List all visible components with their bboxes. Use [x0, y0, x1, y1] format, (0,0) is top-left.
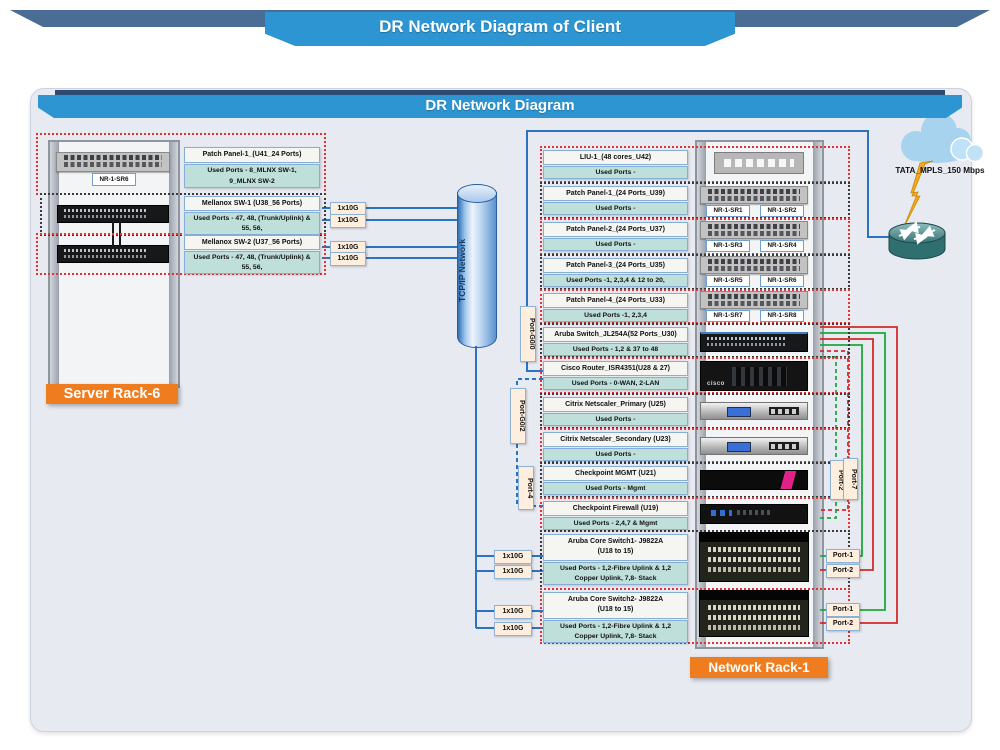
- mellanox-sw2-device: [57, 245, 169, 263]
- tcpip-label: TCP/IP Network: [457, 238, 467, 302]
- checkpoint-firewall-device: [700, 504, 808, 524]
- server-rack-label: Server Rack-6: [46, 384, 178, 404]
- uplink-tag: 1x10G: [494, 565, 532, 579]
- server-rack-patch-panel: [56, 152, 170, 172]
- info-box-title: Patch Panel-1_(U41_24 Ports): [184, 147, 320, 163]
- info-box-pp1: Patch Panel-1_(24 Ports_U39) Used Ports …: [543, 186, 688, 215]
- info-box-mellanox-sw2: Mellanox SW-2 (U37_56 Ports) Used Ports …: [184, 235, 320, 274]
- patch-panel-2-device: [700, 221, 808, 239]
- info-box-title: Mellanox SW-2 (U37_56 Ports): [184, 235, 320, 250]
- sr-tag-7: NR-1-SR7: [706, 310, 750, 322]
- info-box-liu: LIU-1_(48 cores_U42) Used Ports -: [543, 150, 688, 179]
- aruba-core-switch2-device: [699, 590, 809, 637]
- lcd-display: [727, 442, 751, 452]
- info-box-left-patch-panel: Patch Panel-1_(U41_24 Ports) Used Ports …: [184, 147, 320, 188]
- uplink-tag: 1x10G: [494, 622, 532, 636]
- core1-port1-tag: Port-1: [826, 549, 860, 563]
- page-title: DR Network Diagram of Client: [265, 12, 735, 46]
- info-box-body: Used Ports - 47, 48, (Trunk/Uplink) & 55…: [184, 251, 320, 274]
- port-tag-g00: Port-G0/0: [520, 306, 536, 362]
- cisco-router-device: cisco: [700, 361, 808, 391]
- info-box-citrix-secondary: Citrix Netscaler_Secondary (U23) Used Po…: [543, 432, 688, 461]
- sr-tag-4: NR-1-SR4: [760, 240, 804, 252]
- uplink-tag: 1x10G: [494, 550, 532, 564]
- sr-tag-6: NR-1-SR6: [760, 275, 804, 287]
- sr-tag-3: NR-1-SR3: [706, 240, 750, 252]
- aruba-core-switch1-device: [699, 532, 809, 582]
- info-box-pp3: Patch Panel-3_(24 Ports_U35) Used Ports …: [543, 258, 688, 287]
- sr-tag-2: NR-1-SR2: [760, 205, 804, 217]
- info-box-pp2: Patch Panel-2_(24 Ports_U37) Used Ports …: [543, 222, 688, 251]
- network-rack-label: Network Rack-1: [690, 657, 828, 678]
- server-rack-frame: [48, 140, 180, 388]
- device-ports: [769, 407, 799, 415]
- server-rack-panel-tag: NR-1-SR6: [92, 173, 136, 186]
- sr-tag-8: NR-1-SR8: [760, 310, 804, 322]
- patch-panel-1-device: [700, 186, 808, 204]
- info-box-body: Used Ports - 8_MLNX SW-1, 9_MLNX SW-2: [184, 164, 320, 188]
- device-ports: [769, 442, 799, 450]
- info-box-aruba-switch: Aruba Switch_JL254A(52 Ports_U30) Used P…: [543, 327, 688, 356]
- info-box-title: Mellanox SW-1 (U38_56 Ports): [184, 196, 320, 211]
- uplink-tag: 1x10G: [494, 605, 532, 619]
- port-tag-g02: Port-G0/2: [510, 388, 526, 444]
- info-box-core-switch1: Aruba Core Switch1- J9822A (U18 to 15) U…: [543, 534, 688, 585]
- uplink-tag: 1x10G: [330, 252, 366, 266]
- info-box-mellanox-sw1: Mellanox SW-1 (U38_56 Ports) Used Ports …: [184, 196, 320, 235]
- info-box-cisco-router: Cisco Router_ISR4351(U28 & 27) Used Port…: [543, 361, 688, 390]
- core2-port2-tag: Port-2: [826, 617, 860, 631]
- info-box-pp4: Patch Panel-4_(24 Ports_U33) Used Ports …: [543, 293, 688, 322]
- liu-device: [714, 152, 804, 174]
- cisco-logo: cisco: [707, 381, 725, 387]
- core2-port1-tag: Port-1: [826, 603, 860, 617]
- sr-tag-5: NR-1-SR5: [706, 275, 750, 287]
- port-tag-4: Port-4: [518, 466, 534, 510]
- citrix-secondary-device: [700, 437, 808, 455]
- info-box-core-switch2: Aruba Core Switch2- J9822A (U18 to 15) U…: [543, 592, 688, 643]
- port-tag-7-firewall: Port-7: [843, 458, 858, 500]
- lcd-display: [727, 407, 751, 417]
- mellanox-sw1-device: [57, 205, 169, 223]
- tcpip-cylinder: [457, 192, 497, 348]
- sr-tag-1: NR-1-SR1: [706, 205, 750, 217]
- aruba-switch-device: [700, 332, 808, 352]
- patch-panel-3-device: [700, 256, 808, 274]
- info-box-checkpoint-firewall: Checkpoint Firewall (U19) Used Ports - 2…: [543, 501, 688, 530]
- info-box-citrix-primary: Citrix Netscaler_Primary (U25) Used Port…: [543, 397, 688, 426]
- citrix-primary-device: [700, 402, 808, 420]
- uplink-tag: 1x10G: [330, 214, 366, 228]
- checkpoint-mgmt-device: [700, 470, 808, 490]
- info-box-checkpoint-mgmt: Checkpoint MGMT (U21) Used Ports - Mgmt: [543, 466, 688, 495]
- patch-panel-4-device: [700, 291, 808, 309]
- inner-banner-backing: [55, 90, 945, 95]
- diagram-title: DR Network Diagram: [38, 95, 962, 118]
- wan-cloud-label: TATA_MPLS_150 Mbps: [895, 166, 985, 175]
- info-box-body: Used Ports - 47, 48, (Trunk/Uplink) & 55…: [184, 212, 320, 235]
- core1-port2-tag: Port-2: [826, 564, 860, 578]
- tcpip-cylinder-top: [457, 184, 497, 203]
